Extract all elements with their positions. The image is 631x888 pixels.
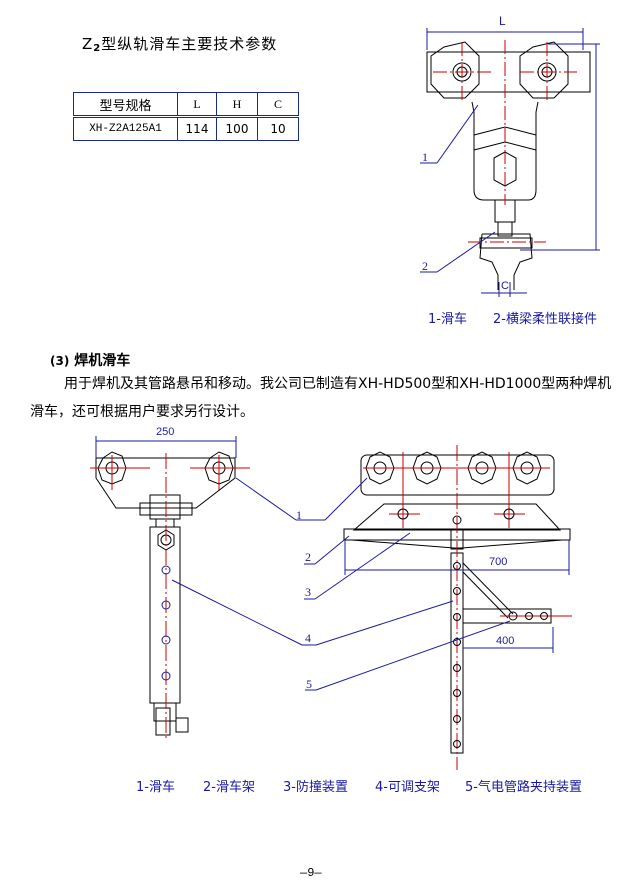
cell-H: 100 [216,116,258,141]
callout-1: 1 [422,150,428,164]
cell-C: 10 [257,116,299,141]
section-paragraph: 用于焊机及其管路悬吊和移动。我公司已制造有XH-HD500型和XH-HD1000… [30,376,612,420]
legend-item-5: 5-气电管路夹持装置 [465,780,582,795]
figure1-caption-1: 1-滑车 [428,312,467,327]
section-heading: (3) 焊机滑车 [50,353,131,369]
cell-model: XH-Z2A125A1 [73,116,178,141]
callout-f2-2: 2 [305,550,311,564]
dim-700: 700 [489,556,508,568]
spec-table: 型号规格 L H C XH-Z2A125A1 114 100 10 [73,92,299,141]
header-H: H [216,92,258,118]
header-model: 型号规格 [73,92,178,118]
table-header-row: 型号规格 L H C [73,92,299,118]
header-C: C [257,92,299,118]
wheel-right [519,41,569,99]
right-wheel [204,451,234,485]
figure2-leaders [171,477,511,691]
legend-item-3: 3-防撞装置 [283,780,348,795]
figure2-right-centers [363,445,572,770]
wheel-left [430,41,480,99]
dim-C-label: C [501,280,509,292]
legend-item-2: 2-滑车架 [203,780,255,795]
page-number: —9— [300,866,322,880]
dim-400: 400 [496,635,515,647]
spec-title: Z2型纵轨滑车主要技术参数 [82,35,278,54]
figure2-dimensions [95,436,570,653]
callout-f2-4: 4 [305,631,311,645]
figure2-left-centers [90,453,250,740]
figure2-right-holes [397,508,548,748]
legend-item-1: 1-滑车 [136,780,175,795]
figure2-left-holes [161,565,171,681]
legend-item-4: 4-可调支架 [375,780,440,795]
figure1-trolley [426,41,591,290]
dim-L-label: L [499,14,506,28]
left-wheel [97,451,127,485]
callout-2: 2 [422,259,428,273]
figure1-dimensions [420,28,600,297]
callout-f2-5: 5 [306,677,312,691]
figure1-caption-2: 2-横梁柔性联接件 [493,312,597,327]
table-row: XH-Z2A125A1 114 100 10 [73,116,299,141]
dim-250: 250 [156,426,175,438]
callout-f2-1: 1 [296,508,302,522]
callout-f2-3: 3 [305,585,311,599]
